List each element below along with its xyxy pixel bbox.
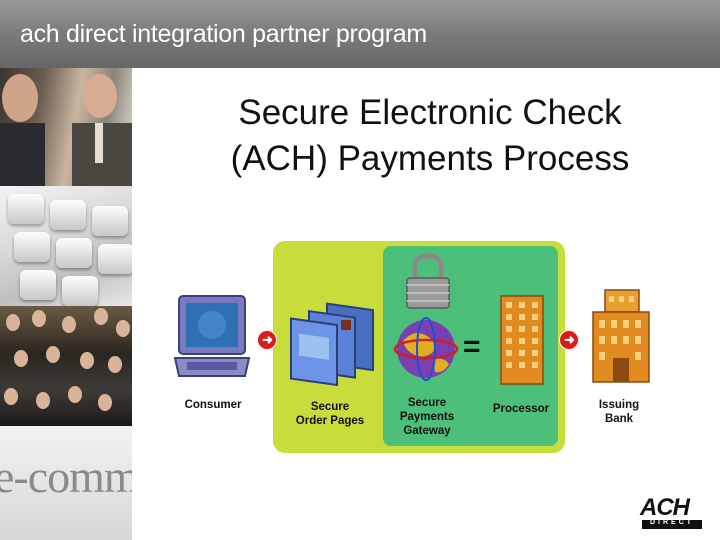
laptop-icon <box>173 295 251 377</box>
header-title: ach direct integration partner program <box>20 20 427 48</box>
logo-sub-text: DIRECT <box>650 519 695 526</box>
arrow-right-icon: ➜ <box>257 330 277 350</box>
ecommerce-photo: e-comm <box>0 426 132 540</box>
ecomm-text: e-comm <box>0 451 132 502</box>
bank-building-icon <box>592 289 650 383</box>
logo-main-text: ACH <box>640 494 690 521</box>
slide-title: Secure Electronic Check (ACH) Payments P… <box>150 90 710 182</box>
equals-sign: = <box>463 330 481 363</box>
processor-building-icon <box>500 295 544 385</box>
order-pages-icon <box>290 302 374 387</box>
ach-direct-logo: ACH DIRECT <box>640 494 704 530</box>
arrow-right-icon: ➜ <box>559 330 579 350</box>
gateway-label: Secure Payments Gateway <box>399 397 455 437</box>
business-men-photo <box>0 68 132 186</box>
payment-process-diagram: ➜ = ➜ <box>147 186 684 466</box>
slide-title-line2: (ACH) Payments Process <box>230 139 630 178</box>
globe-icon <box>393 317 459 381</box>
keyboard-photo <box>0 186 132 306</box>
slide-title-line1: Secure Electronic Check <box>238 93 622 132</box>
order-pages-label: Secure Order Pages <box>295 401 365 427</box>
padlock-icon <box>406 253 450 309</box>
processor-label: Processor <box>492 403 550 415</box>
logo-bar <box>642 520 702 529</box>
issuing-bank-label: Issuing Bank <box>598 399 640 425</box>
consumer-label: Consumer <box>184 399 242 411</box>
photo-strip: e-comm <box>0 68 132 540</box>
crowd-photo <box>0 306 132 426</box>
header-banner: ach direct integration partner program <box>0 0 720 68</box>
business-men-image <box>0 74 132 186</box>
